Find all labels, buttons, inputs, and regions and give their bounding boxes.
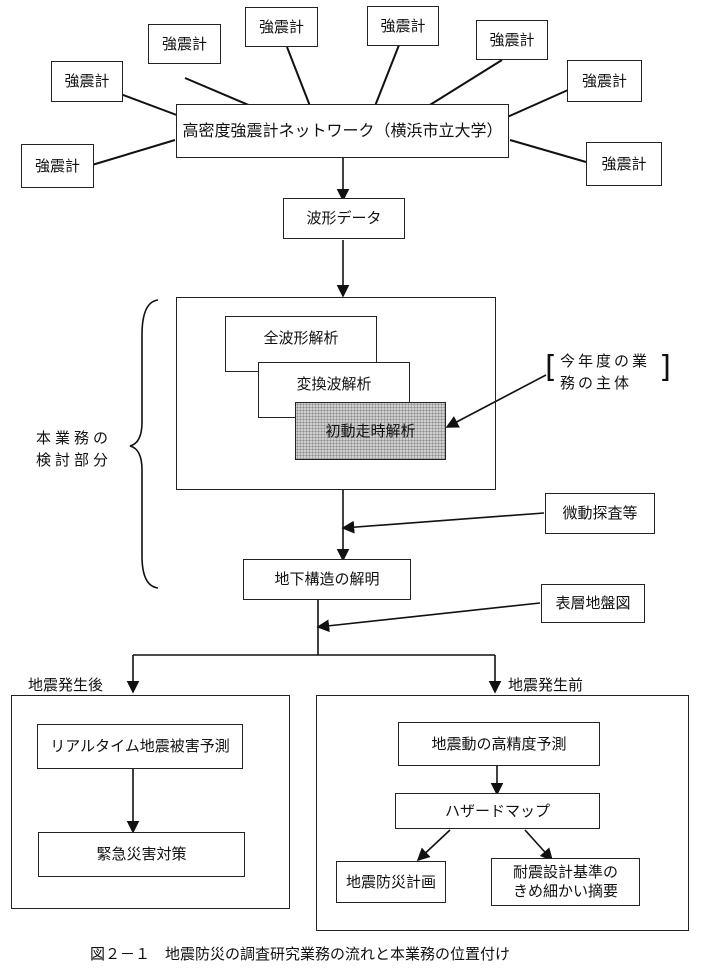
after-earthquake-label: 地震発生後: [28, 676, 104, 694]
design-line-1: 耐震設計基準の: [512, 863, 618, 882]
seismometer-box: 強震計: [567, 60, 642, 102]
seismometer-box: 強震計: [51, 61, 123, 102]
surface-map-box: 表層地盤図: [541, 584, 645, 623]
first-arrival-analysis-box: 初動走時解析: [295, 402, 446, 460]
seismometer-box: 強震計: [21, 144, 94, 188]
this-year-note-text: 今年度の業務の主体: [560, 352, 651, 392]
this-year-note: [ 今年度の業務の主体 ]: [545, 350, 671, 392]
before-earthquake-frame: [316, 695, 689, 931]
microtremor-box: 微動探査等: [545, 493, 655, 534]
after-earthquake-frame: [11, 695, 290, 909]
underground-structure-box: 地下構造の解明: [243, 559, 411, 600]
design-line-2: きめ細かい摘要: [512, 882, 618, 900]
seismometer-box: 強震計: [586, 142, 662, 186]
realtime-damage-prediction-box: リアルタイム地震被害予測: [37, 724, 243, 769]
disaster-prevention-plan-box: 地震防災計画: [336, 861, 446, 903]
network-box: 高密度強震計ネットワーク（横浜市立大学）: [176, 104, 509, 158]
figure-caption: 図２－１ 地震防災の調査研究業務の流れと本業務の位置付け: [90, 945, 511, 963]
seismic-design-criteria-box: 耐震設計基準の きめ細かい摘要: [491, 858, 640, 906]
before-earthquake-label: 地震発生前: [508, 676, 584, 694]
emergency-response-box: 緊急災害対策: [38, 832, 245, 877]
seismometer-box: 強震計: [148, 24, 221, 64]
seismometer-box: 強震計: [367, 6, 439, 46]
seismometer-box: 強震計: [245, 7, 318, 47]
analysis-frame: [176, 297, 496, 490]
ground-motion-prediction-box: 地震動の高精度予測: [398, 722, 600, 766]
study-part-label: 本業務の検討部分: [36, 429, 113, 469]
seismometer-box: 強震計: [476, 20, 548, 60]
hazard-map-box: ハザードマップ: [395, 793, 600, 829]
waveform-data-box: 波形データ: [283, 198, 405, 239]
